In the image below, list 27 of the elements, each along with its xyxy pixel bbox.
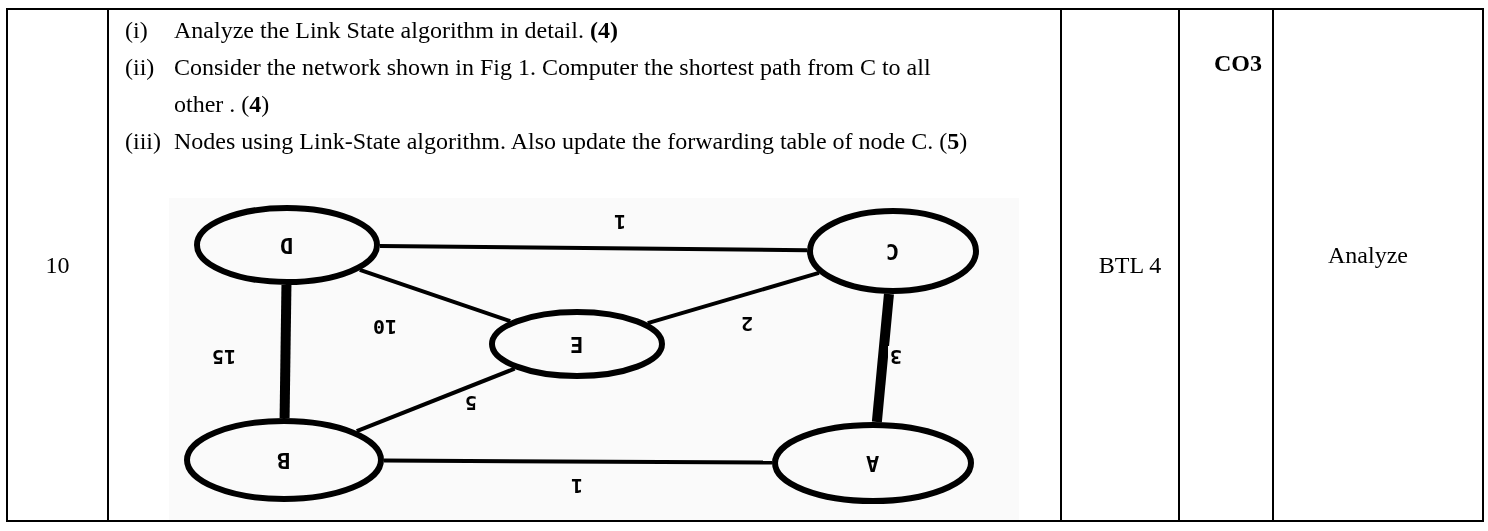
outcome-code: CO3	[1214, 49, 1262, 78]
router-node	[807, 208, 979, 294]
link-line	[384, 458, 773, 465]
question-number: (iii)	[125, 127, 162, 156]
node-label: C	[886, 237, 900, 266]
router-node	[772, 422, 974, 504]
question-text: Analyze the Link State algorithm in detail. (4)	[174, 16, 618, 45]
cognitive-level-text: Analyze	[1328, 241, 1409, 270]
node-label: D	[280, 231, 294, 260]
node-label: B	[277, 446, 291, 475]
question-text: Consider the network shown in Fig 1. Computer the shortest path from C to all other . (4)	[174, 53, 932, 119]
link-line	[871, 293, 894, 423]
question-number: (i)	[125, 16, 149, 45]
router-node	[489, 309, 665, 379]
router-node	[184, 418, 384, 502]
row-number: 10	[45, 251, 70, 280]
link-line	[647, 270, 820, 326]
link-line	[356, 366, 516, 434]
link-line	[279, 284, 292, 419]
level-text: BTL 4	[1097, 251, 1162, 280]
question-number: (ii)	[125, 53, 156, 82]
question-text: Nodes using Link-State algorithm. Also update the forwarding table of node C. (5)	[174, 127, 968, 156]
link-line	[379, 243, 808, 253]
node-label: A	[866, 449, 880, 478]
node-label: E	[570, 330, 584, 359]
router-node	[194, 205, 380, 285]
link-line	[359, 267, 511, 324]
